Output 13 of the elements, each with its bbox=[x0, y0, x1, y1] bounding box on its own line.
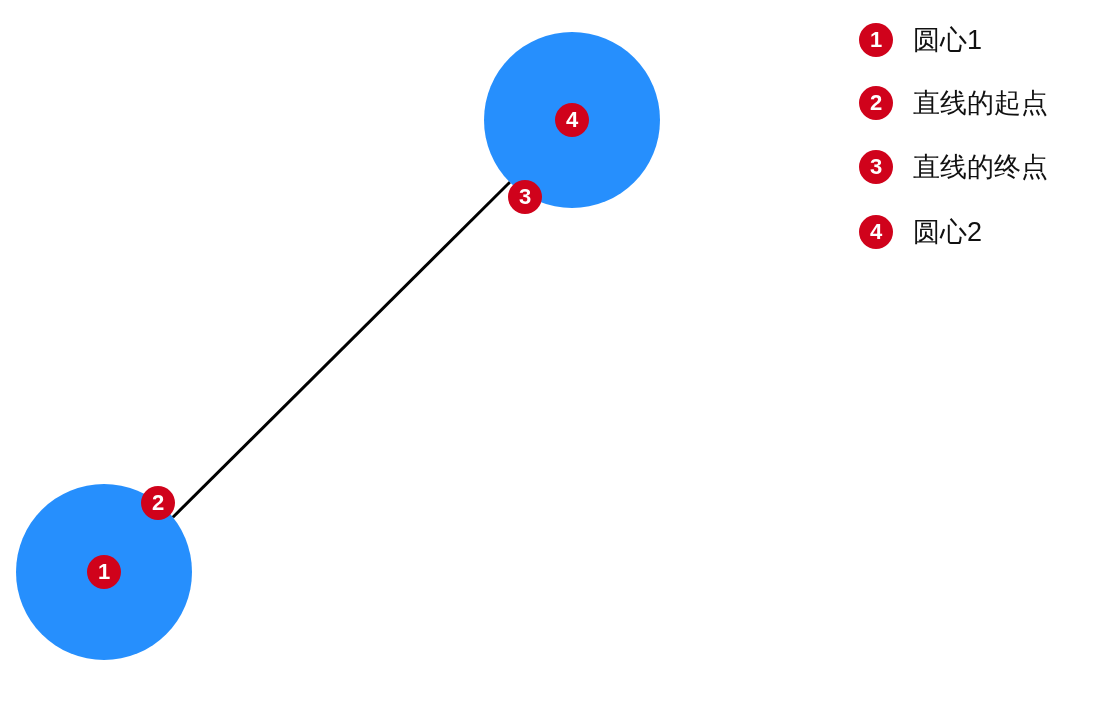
callout-number: 3 bbox=[508, 180, 542, 214]
callout-number: 3 bbox=[859, 150, 893, 184]
connecting-line bbox=[171, 181, 511, 519]
callout-number: 2 bbox=[859, 86, 893, 120]
callout-number: 2 bbox=[141, 486, 175, 520]
key-label: 直线的起点 bbox=[913, 87, 1048, 120]
callout-number: 4 bbox=[859, 215, 893, 249]
key-label: 直线的终点 bbox=[913, 151, 1048, 184]
key-label: 圆心1 bbox=[913, 24, 983, 57]
callout-number: 1 bbox=[859, 23, 893, 57]
callout-number: 1 bbox=[87, 555, 121, 589]
callout-number: 4 bbox=[555, 103, 589, 137]
key-label: 圆心2 bbox=[913, 216, 983, 249]
